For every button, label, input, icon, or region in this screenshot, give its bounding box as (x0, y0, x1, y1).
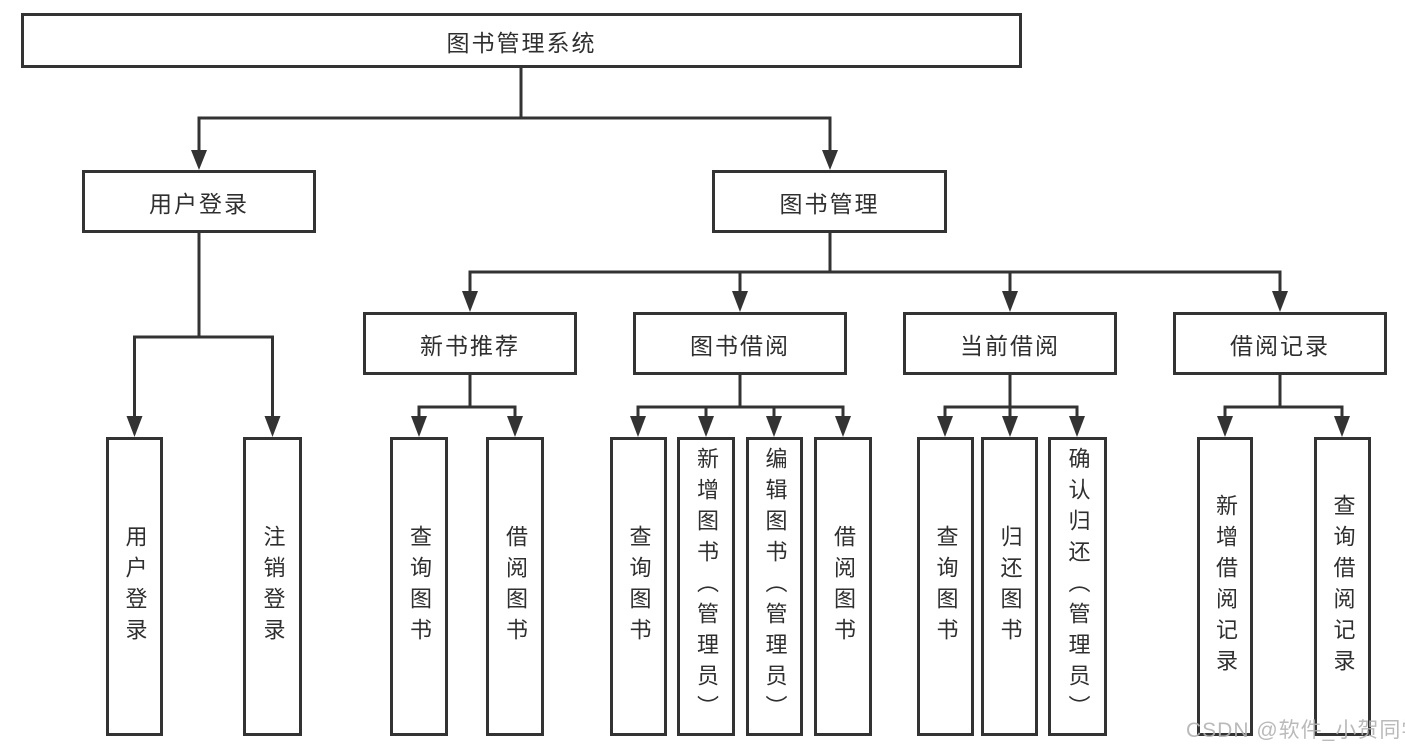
leaf-label: 借阅图书 (831, 524, 856, 649)
leaf-borrow-books-recommend: 借阅图书 (486, 437, 544, 736)
node-book-borrowing: 图书借阅 (633, 312, 847, 375)
leaf-query-books-current: 查询图书 (917, 437, 974, 736)
node-new-book-recommend: 新书推荐 (363, 312, 577, 375)
leaf-query-books-recommend: 查询图书 (390, 437, 448, 736)
leaf-confirm-return-admin: 确认归还（管理员） (1048, 437, 1107, 736)
leaf-label: 新增图书（管理员） (694, 447, 719, 726)
leaf-label: 新增借阅记录 (1213, 493, 1238, 680)
node-label: 当前借阅 (960, 332, 1060, 359)
leaf-label: 查询图书 (933, 524, 959, 649)
leaf-query-borrow-record: 查询借阅记录 (1314, 437, 1371, 736)
node-label: 图书管理系统 (446, 29, 597, 56)
leaf-label: 注销登录 (260, 524, 286, 649)
leaf-logout: 注销登录 (243, 437, 302, 736)
node-label: 用户登录 (149, 190, 249, 217)
node-label: 新书推荐 (420, 332, 520, 359)
leaf-add-borrow-record: 新增借阅记录 (1197, 437, 1253, 736)
leaf-return-books: 归还图书 (981, 437, 1038, 736)
node-book-management-system: 图书管理系统 (21, 13, 1022, 68)
node-label: 借阅记录 (1230, 332, 1330, 359)
leaf-label: 查询图书 (407, 524, 432, 649)
leaf-label: 编辑图书（管理员） (762, 447, 788, 726)
node-label: 图书管理 (779, 190, 880, 217)
leaf-label: 确认归还（管理员） (1065, 447, 1091, 726)
node-user-login: 用户登录 (82, 170, 316, 233)
watermark-text: CSDN @软件_小贺同学 (1186, 719, 1405, 742)
leaf-label: 用户登录 (122, 524, 148, 649)
leaf-user-login: 用户登录 (106, 437, 163, 736)
leaf-borrow-books: 借阅图书 (814, 437, 872, 736)
leaf-label: 归还图书 (997, 524, 1023, 649)
leaf-query-books-borrow: 查询图书 (610, 437, 667, 736)
node-borrowing-records: 借阅记录 (1173, 312, 1387, 375)
leaf-label: 查询借阅记录 (1330, 493, 1356, 680)
node-current-borrowing: 当前借阅 (903, 312, 1117, 375)
node-book-management: 图书管理 (712, 170, 947, 233)
leaf-label: 借阅图书 (503, 524, 528, 649)
leaf-edit-book-admin: 编辑图书（管理员） (746, 437, 803, 736)
leaf-label: 查询图书 (626, 524, 652, 649)
node-label: 图书借阅 (690, 332, 790, 359)
leaf-add-book-admin: 新增图书（管理员） (677, 437, 735, 736)
